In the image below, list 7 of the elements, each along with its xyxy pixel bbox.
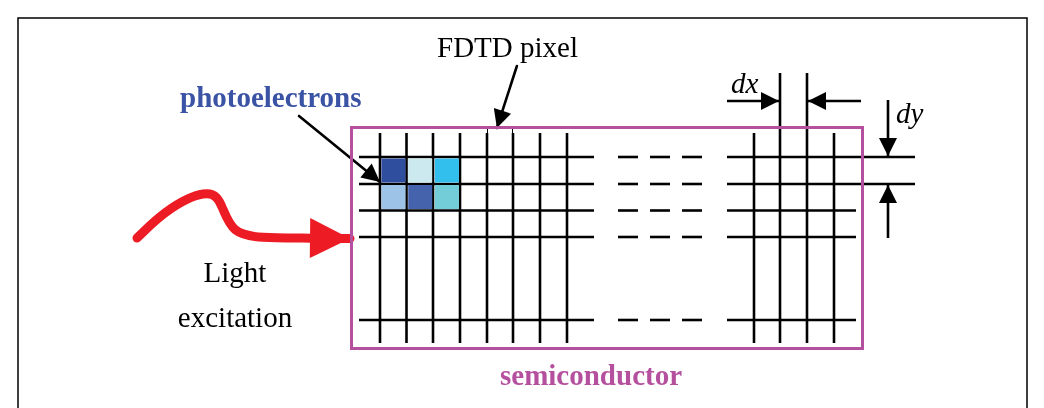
arrow bbox=[297, 114, 382, 184]
light-arrow bbox=[132, 189, 355, 259]
photoelectrons-label: photoelectrons bbox=[180, 80, 362, 114]
region-label: semiconductor bbox=[500, 358, 683, 392]
dimension-label: dx bbox=[731, 66, 759, 100]
pixel-label: FDTD pixel bbox=[437, 30, 578, 64]
dimension-label: dy bbox=[896, 96, 924, 130]
